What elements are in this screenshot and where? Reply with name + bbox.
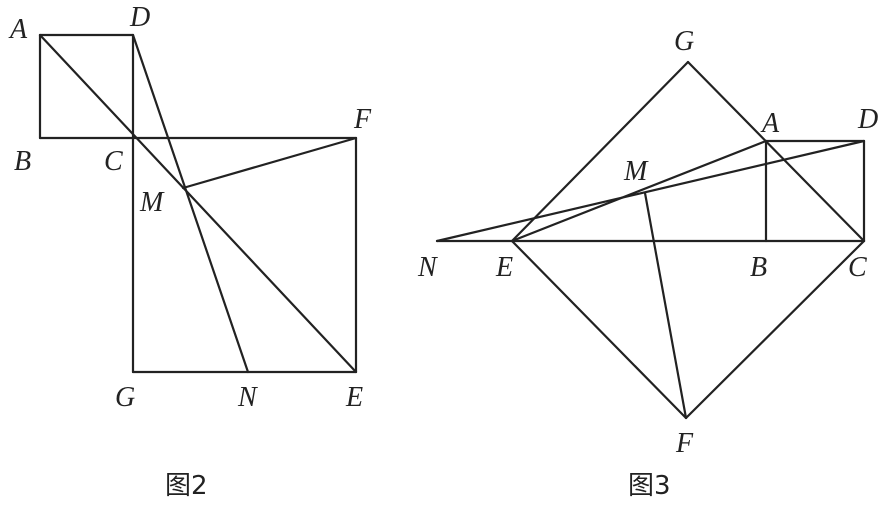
label-point-C: C (104, 146, 123, 177)
label-point-G: G (674, 26, 694, 57)
figure-3: G A D M N E B C F (417, 26, 878, 459)
segment-DN (131, 33, 250, 374)
label-point-D: D (857, 104, 878, 135)
label-point-B: B (750, 252, 767, 283)
segment-AE (38, 33, 358, 374)
label-point-E: E (345, 382, 363, 413)
label-point-F: F (675, 428, 694, 459)
label-point-N: N (237, 382, 258, 413)
label-point-F: F (353, 104, 372, 135)
label-point-N: N (417, 252, 438, 283)
caption-figure-2: 图2 (165, 471, 208, 501)
label-point-G: G (115, 382, 135, 413)
label-point-C: C (848, 252, 867, 283)
segment-FC (684, 239, 866, 420)
segment-GE (510, 60, 690, 243)
segment-MF (181, 136, 358, 190)
segment-EA (510, 139, 768, 243)
label-point-A: A (8, 14, 28, 45)
label-point-M: M (139, 187, 165, 218)
segment-EF (510, 239, 688, 420)
figure-2: A B C D F M G N E (8, 2, 372, 413)
segment-GC (686, 60, 866, 243)
segment-ND (435, 139, 866, 243)
segment-MF (643, 191, 688, 420)
label-point-M: M (623, 156, 649, 187)
label-point-D: D (129, 2, 150, 33)
label-point-B: B (14, 146, 31, 177)
caption-figure-3: 图3 (628, 471, 671, 501)
label-point-E: E (495, 252, 513, 283)
label-point-A: A (760, 108, 780, 139)
